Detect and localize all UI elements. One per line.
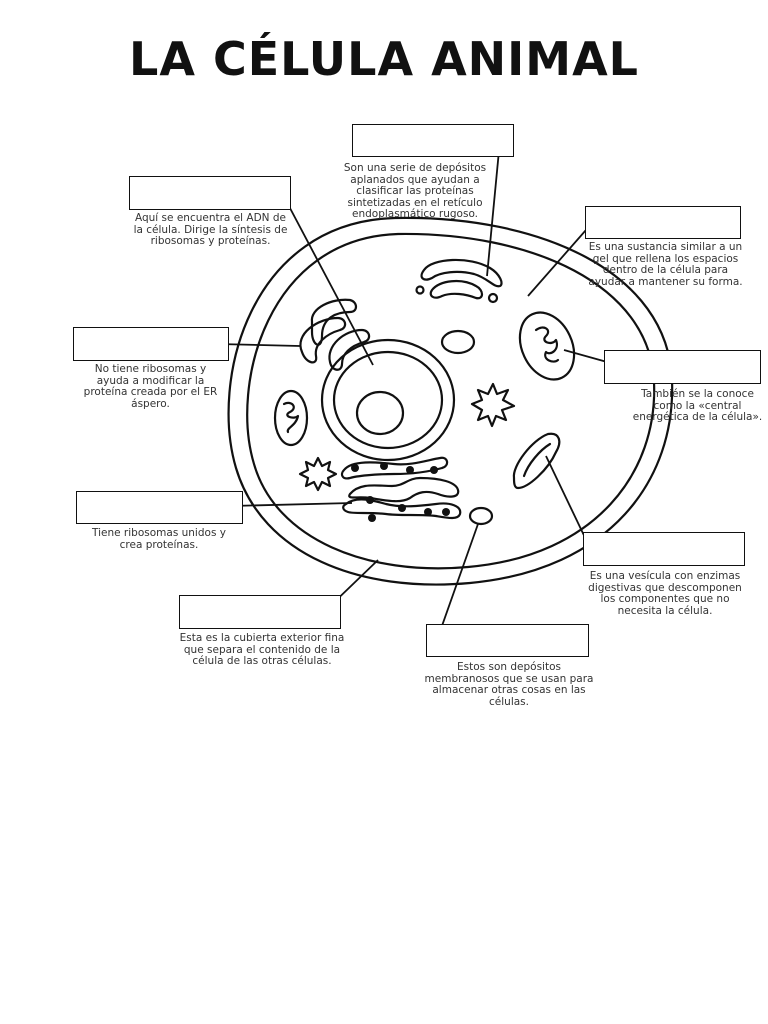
centrosome-star: [470, 382, 516, 428]
mitochondrion-right: [518, 311, 576, 381]
ribosomes: [351, 462, 450, 522]
lysosome: [512, 432, 561, 490]
label-box-lysosome[interactable]: [583, 532, 745, 566]
ribosome-dot: [398, 504, 406, 512]
leader-line-cytoplasm: [527, 221, 594, 297]
page-title: LA CÉLULA ANIMAL: [129, 32, 639, 86]
description-smooth-er: No tiene ribosomas y ayuda a modificar l…: [83, 363, 218, 410]
cell-membrane-inner: [246, 232, 656, 570]
nucleus-outer: [320, 338, 456, 462]
ribosome-dot: [442, 508, 450, 516]
ribosome-dot: [366, 496, 374, 504]
cell-membrane-outer: [227, 216, 674, 586]
mitochondrion-cristae: [534, 326, 560, 363]
description-cytoplasm: Es una sustancia similar a un gel que re…: [588, 241, 743, 288]
label-box-smooth-er[interactable]: [73, 327, 229, 361]
nucleolus: [355, 390, 405, 436]
centrosome-star: [298, 456, 338, 492]
ribosome-dot: [430, 466, 438, 474]
ribosome-dot: [424, 508, 432, 516]
label-box-golgi[interactable]: [352, 124, 514, 157]
mitochondrion-left: [273, 389, 309, 447]
golgi-vesicle: [415, 285, 425, 295]
description-mitochondria: También se la conoce como la «central en…: [632, 388, 763, 423]
nucleus-inner: [332, 350, 444, 450]
description-membrane: Esta es la cubierta exterior fina que se…: [179, 632, 345, 667]
ribosome-dot: [368, 514, 376, 522]
label-box-mitochondria[interactable]: [604, 350, 761, 384]
label-box-nucleus[interactable]: [129, 176, 291, 210]
golgi-vesicle: [487, 292, 499, 304]
description-lysosome: Es una vesícula con enzimas digestivas q…: [588, 570, 742, 617]
rough-er-1: [340, 456, 449, 480]
label-box-vacuole[interactable]: [426, 624, 589, 657]
vacuole-small: [440, 329, 476, 355]
golgi-stack-1: [420, 258, 503, 288]
leader-line-lysosome: [545, 455, 591, 549]
leader-line-nucleus: [281, 192, 374, 366]
vacuole-lower: [468, 506, 494, 526]
leader-line-rough-er: [230, 502, 353, 507]
ribosome-dot: [351, 464, 359, 472]
ribosome-dot: [406, 466, 414, 474]
description-nucleus: Aquí se encuentra el ADN de la célula. D…: [133, 212, 288, 247]
rough-er-3: [342, 498, 462, 520]
label-box-membrane[interactable]: [179, 595, 341, 629]
description-golgi: Son una serie de depósitos aplanados que…: [343, 162, 487, 220]
description-vacuole: Estos son depósitos membranosos que se u…: [424, 661, 594, 708]
leader-line-smooth-er: [217, 343, 301, 347]
golgi-stack-2: [429, 280, 484, 300]
lysosome-inner: [522, 442, 552, 478]
leader-line-vacuole: [436, 523, 479, 641]
label-box-rough-er[interactable]: [76, 491, 243, 524]
description-rough-er: Tiene ribosomas unidos y crea proteínas.: [92, 527, 226, 551]
label-box-cytoplasm[interactable]: [585, 206, 741, 239]
ribosome-dot: [380, 462, 388, 470]
mitochondrion-cristae: [282, 401, 300, 434]
leader-line-golgi: [486, 139, 501, 277]
smooth-er-3: [328, 328, 371, 371]
rough-er-2: [348, 476, 460, 503]
smooth-er-2: [299, 316, 347, 364]
